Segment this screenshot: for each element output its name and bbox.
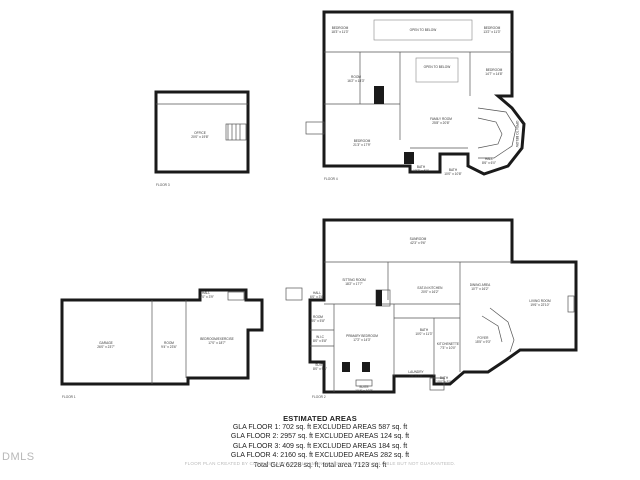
area-line-floor-4: GLA FLOOR 4: 2160 sq. ft EXCLUDED AREAS … [230,452,410,460]
room-f4-label: ROOM [351,75,361,79]
open-to-below-2: OPEN TO BELOW [424,65,451,69]
suite-label: SUITE [315,363,324,367]
area-line-floor-3: GLA FLOOR 3: 409 sq. ft EXCLUDED AREAS 1… [232,442,408,450]
bath-f4-2-label: BATH [449,168,458,172]
hall-f2-label: HALL [313,291,321,295]
estimated-areas-title: ESTIMATED AREAS [283,414,357,423]
office-dims: 20'0" x 19'8" [191,135,208,139]
bath-f2-small-dims: 10'0" x 5'0" [436,380,452,384]
area-line-floor-2: GLA FLOOR 2: 2957 sq. ft EXCLUDED AREAS … [230,433,410,441]
primary-bedroom-label: PRIMARY BEDROOM [346,334,378,338]
foyer-label: FOYER [478,336,490,340]
kitchenette-label: KITCHENETTE [437,342,459,346]
suite-lower-dims: 10'4" x 10'8" [355,389,372,393]
floor-4-label: FLOOR 4 [324,177,338,181]
bath-f2-label: BATH [420,328,429,332]
floor-4-plan: BEDROOM 18'3" x 11'3" OPEN TO BELOW BEDR… [305,10,526,181]
bedroom-top-left-label: BEDROOM [332,26,349,30]
primary-bedroom-dims: 17'2" x 14'3" [353,338,370,342]
bath-f4-1-label: BATH [417,165,426,169]
laundry-dims: 7'0" x 7'6" [409,374,423,378]
hall-f2-dims: 6'0" x 3'6" [310,295,324,299]
sunroom-dims: 42'3" x 9'6" [410,241,426,245]
bedroom-f4-right-label: BEDROOM [486,68,503,72]
hall-f1-dims: 12'0" x 3'9" [198,295,214,299]
disclaimer-footer: FLOOR PLAN CREATED BY CUBICASA APP. MEAS… [184,461,456,466]
bath-f2-dims: 10'0" x 11'3" [415,332,432,336]
floor-1-label: FLOOR 1 [62,395,76,399]
sunroom-label: SUNROOM [410,237,427,241]
suite-dims: 8'0" x 9'3" [313,367,327,371]
wic-label: W.I.C [316,335,324,339]
wic-dims: 8'0" x 5'8" [313,339,327,343]
floor-1-plan: GARAGE 26'0" x 23'7" ROOM 9'4" x 23'6" H… [60,288,264,399]
family-room-label: FAMILY ROOM [430,117,452,121]
floor-2-label: FLOOR 2 [312,395,326,399]
room-f1-dims: 9'4" x 23'6" [161,345,177,349]
bedroom-top-right-label: BEDROOM [484,26,501,30]
bedroom-top-right-dims: 13'2" x 11'3" [483,30,500,34]
room-f2-dims: 8'0" x 5'8" [311,319,325,323]
kitchenette-dims: 7'3" x 10'0" [440,346,456,350]
family-room-dims: 25'8" x 20'8" [432,121,449,125]
hall-f1-label: HALL [202,291,210,295]
open-to-below-1: OPEN TO BELOW [410,28,437,32]
floor-3-plan: OFFICE 20'0" x 19'8" FLOOR 3 [154,90,250,187]
floor-3-label: FLOOR 3 [156,183,170,187]
sitting-room-label: SITTING ROOM [342,278,366,282]
bath-f4-1-dims: 10'7" x 6'0" [413,169,429,173]
garage-label: GARAGE [99,341,113,345]
bath-f4-2-dims: 10'0" x 10'8" [444,172,461,176]
eatin-kitchen-label: EAT-IN KITCHEN [418,286,444,290]
bedroom-exercise-label: BEDROOM/EXERCISE [200,337,233,341]
bedroom-top-left-dims: 18'3" x 11'3" [331,30,348,34]
floor-2-plan: SUNROOM 42'3" x 9'6" SITTING ROOM 18'2" … [285,218,578,399]
area-line-floor-1: GLA FLOOR 1: 702 sq. ft EXCLUDED AREAS 5… [232,424,408,431]
bedroom-f4-left-dims: 21'3" x 17'9" [353,143,370,147]
bedroom-f4-right-dims: 14'7" x 14'8" [485,72,502,76]
living-room-dims: 19'6" x 22'10" [530,303,549,307]
bath-f2-small-label: BATH [440,376,449,380]
garage-dims: 26'0" x 23'7" [97,345,114,349]
dining-area-label: DINING AREA [470,283,491,287]
sitting-room-dims: 18'2" x 17'7" [345,282,362,286]
room-f2-label: ROOM [313,315,323,319]
living-room-label: LIVING ROOM [529,299,551,303]
office-label: OFFICE [194,131,206,135]
room-f4-dims: 16'2" x 18'3" [347,79,364,83]
bedroom-f4-left-label: BEDROOM [354,139,371,143]
room-f1-label: ROOM [164,341,174,345]
estimated-areas: ESTIMATED AREAS GLA FLOOR 1: 702 sq. ft … [0,414,640,470]
foyer-dims: 15'5" x 9'3" [475,340,491,344]
dining-area-dims: 10'7" x 16'2" [471,287,488,291]
suite-lower-label: SUITE [359,385,368,389]
area-line-total: Total GLA 6228 sq. ft, total area 7123 s… [253,461,387,469]
bedroom-exercise-dims: 17'0" x 18'7" [208,341,225,345]
hall-f4-dims: 8'6" x 6'0" [482,161,496,165]
dmls-logo: DMLS [2,451,35,463]
laundry-label: LAUNDRY [408,370,424,374]
open-to-below-3: OPEN TO BELOW [515,121,519,148]
eatin-kitchen-dims: 20'0" x 16'2" [421,290,438,294]
hall-f4-label: HALL [485,157,493,161]
